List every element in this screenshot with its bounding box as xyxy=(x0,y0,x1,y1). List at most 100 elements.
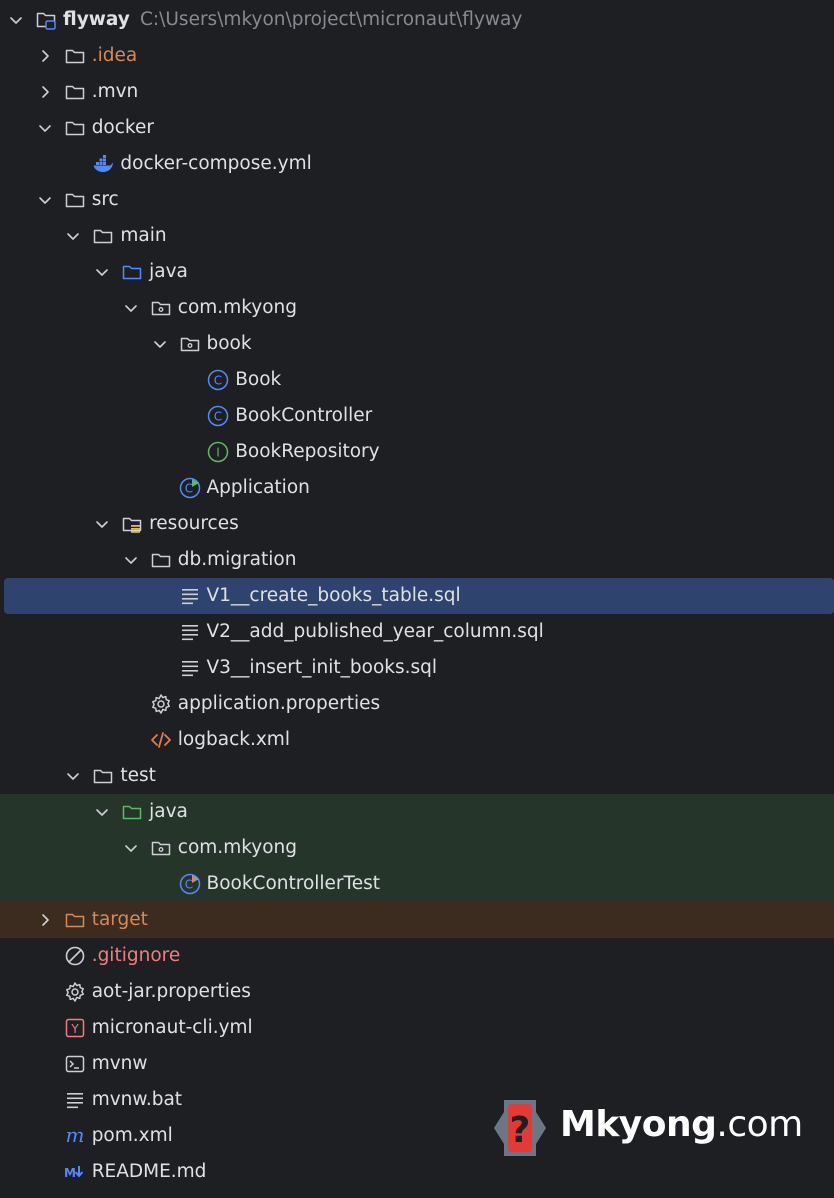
row-background xyxy=(0,794,834,830)
tree-item-bookrepository[interactable]: I BookRepository xyxy=(0,434,834,470)
chevron-down-icon[interactable] xyxy=(122,299,140,317)
svg-text:C: C xyxy=(214,374,222,388)
tree-item-aot-jar-properties[interactable]: aot-jar.properties xyxy=(0,974,834,1010)
tree-item-docker[interactable]: docker xyxy=(0,110,834,146)
tree-item-label: resources xyxy=(149,513,239,534)
svg-text:I: I xyxy=(216,446,220,460)
chevron-down-icon[interactable] xyxy=(36,191,54,209)
tree-item-label: test xyxy=(120,765,156,786)
tree-item-label: BookRepository xyxy=(235,441,380,462)
package-icon xyxy=(150,837,172,859)
gear-icon xyxy=(64,981,86,1003)
chevron-down-icon[interactable] xyxy=(36,119,54,137)
tree-item-v1-create-books-table-sql[interactable]: V1__create_books_table.sql xyxy=(0,578,834,614)
tree-item-label: db.migration xyxy=(177,549,297,570)
tree-item-book[interactable]: book xyxy=(0,326,834,362)
tree-item-gitignore[interactable]: .gitignore xyxy=(0,938,834,974)
tree-item-label: README.md xyxy=(91,1161,207,1182)
docker-icon xyxy=(92,153,114,175)
tree-item-mvnw-bat[interactable]: mvnw.bat xyxy=(0,1082,834,1118)
chevron-down-icon[interactable] xyxy=(122,551,140,569)
folder-icon xyxy=(64,117,86,139)
chevron-down-icon[interactable] xyxy=(7,11,25,29)
tree-item-mvn[interactable]: .mvn xyxy=(0,74,834,110)
folder-icon xyxy=(64,45,86,67)
tree-item-label: pom.xml xyxy=(91,1125,173,1146)
tree-item-label: mvnw xyxy=(91,1053,148,1074)
interface-icon: I xyxy=(207,441,229,463)
chevron-down-icon[interactable] xyxy=(93,515,111,533)
tree-item-label: src xyxy=(91,189,119,210)
chevron-down-icon[interactable] xyxy=(64,767,82,785)
project-folder-icon xyxy=(35,9,57,31)
test-class-icon: C xyxy=(179,873,201,895)
terminal-icon xyxy=(64,1053,86,1075)
class-icon: C xyxy=(207,405,229,427)
tree-item-label: application.properties xyxy=(177,693,381,714)
svg-text:m: m xyxy=(65,1125,84,1147)
tree-item-v3-insert-init-books-sql[interactable]: V3__insert_init_books.sql xyxy=(0,650,834,686)
runnable-class-icon: C xyxy=(179,477,201,499)
selection-highlight xyxy=(4,578,834,614)
tree-item-label: docker xyxy=(91,117,154,138)
tree-item-bookcontrollertest[interactable]: C BookControllerTest xyxy=(0,866,834,902)
gear-icon xyxy=(150,693,172,715)
yaml-icon: Y xyxy=(64,1017,86,1039)
tree-item-readme-md[interactable]: M README.md xyxy=(0,1154,834,1190)
tree-item-label: .gitignore xyxy=(91,945,181,966)
tree-item-label: Application xyxy=(206,477,310,498)
class-icon: C xyxy=(207,369,229,391)
row-background xyxy=(0,470,834,506)
tree-item-idea[interactable]: .idea xyxy=(0,38,834,74)
tree-item-label: Book xyxy=(235,369,282,390)
tree-item-application-properties[interactable]: application.properties xyxy=(0,686,834,722)
tree-item-mvnw[interactable]: mvnw xyxy=(0,1046,834,1082)
tree-item-v2-add-published-year-column-sql[interactable]: V2__add_published_year_column.sql xyxy=(0,614,834,650)
chevron-right-icon[interactable] xyxy=(36,47,54,65)
tree-item-label: BookControllerTest xyxy=(206,873,380,894)
tree-item-label: main xyxy=(120,225,167,246)
tree-item-book[interactable]: C Book xyxy=(0,362,834,398)
chevron-down-icon[interactable] xyxy=(93,803,111,821)
row-background xyxy=(0,902,834,938)
chevron-right-icon[interactable] xyxy=(36,911,54,929)
tree-item-label: micronaut-cli.yml xyxy=(91,1017,253,1038)
tree-item-label: book xyxy=(206,333,252,354)
package-icon xyxy=(179,333,201,355)
tree-item-com-mkyong[interactable]: com.mkyong xyxy=(0,830,834,866)
tree-item-label: .mvn xyxy=(91,81,139,102)
chevron-down-icon[interactable] xyxy=(93,263,111,281)
tree-item-main[interactable]: main xyxy=(0,218,834,254)
tree-item-db-migration[interactable]: db.migration xyxy=(0,542,834,578)
tree-item-resources[interactable]: resources xyxy=(0,506,834,542)
markdown-icon: M xyxy=(64,1161,86,1183)
tree-item-logback-xml[interactable]: logback.xml xyxy=(0,722,834,758)
chevron-down-icon[interactable] xyxy=(122,839,140,857)
tree-item-src[interactable]: src xyxy=(0,182,834,218)
tree-item-pom-xml[interactable]: m pom.xml xyxy=(0,1118,834,1154)
tree-item-test[interactable]: test xyxy=(0,758,834,794)
tree-item-com-mkyong[interactable]: com.mkyong xyxy=(0,290,834,326)
svg-text:C: C xyxy=(184,878,192,892)
row-background xyxy=(0,182,834,218)
folder-icon xyxy=(92,765,114,787)
chevron-down-icon[interactable] xyxy=(151,335,169,353)
tree-item-label: .idea xyxy=(91,45,138,66)
tree-item-label: V3__insert_init_books.sql xyxy=(206,657,438,678)
svg-text:M: M xyxy=(64,1166,76,1180)
row-background xyxy=(0,398,834,434)
tree-item-java[interactable]: java xyxy=(0,794,834,830)
chevron-right-icon[interactable] xyxy=(36,83,54,101)
chevron-down-icon[interactable] xyxy=(64,227,82,245)
tree-item-docker-compose-yml[interactable]: docker-compose.yml xyxy=(0,146,834,182)
folder-icon xyxy=(92,225,114,247)
row-background xyxy=(0,434,834,470)
tree-item-target[interactable]: target xyxy=(0,902,834,938)
tree-item-java[interactable]: java xyxy=(0,254,834,290)
xml-icon xyxy=(150,729,172,751)
watermark-text: Mkyong.com xyxy=(560,1104,803,1145)
